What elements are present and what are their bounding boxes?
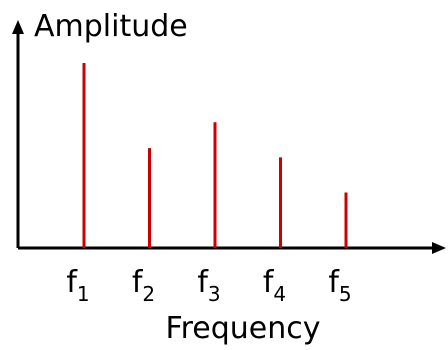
y-axis-label: Amplitude — [34, 9, 188, 44]
tick-label-subscript: 2 — [142, 282, 155, 306]
tick-label-1: f1 — [66, 265, 89, 306]
tick-label-2: f2 — [132, 265, 155, 306]
tick-label-4: f4 — [263, 265, 286, 306]
tick-label-subscript: 5 — [339, 282, 352, 306]
tick-label-base: f — [328, 265, 340, 300]
tick-label-base: f — [66, 265, 78, 300]
tick-label-5: f5 — [328, 265, 351, 306]
x-axis-arrow-icon — [432, 242, 446, 254]
x-axis-label: Frequency — [166, 311, 321, 346]
tick-label-subscript: 4 — [273, 282, 286, 306]
tick-label-3: f3 — [197, 265, 220, 306]
tick-label-subscript: 1 — [77, 282, 90, 306]
tick-label-base: f — [132, 265, 144, 300]
y-axis-arrow-icon — [12, 20, 24, 34]
tick-label-base: f — [197, 265, 209, 300]
bars-group — [82, 63, 348, 248]
tick-label-base: f — [263, 265, 275, 300]
tick-label-subscript: 3 — [208, 282, 221, 306]
